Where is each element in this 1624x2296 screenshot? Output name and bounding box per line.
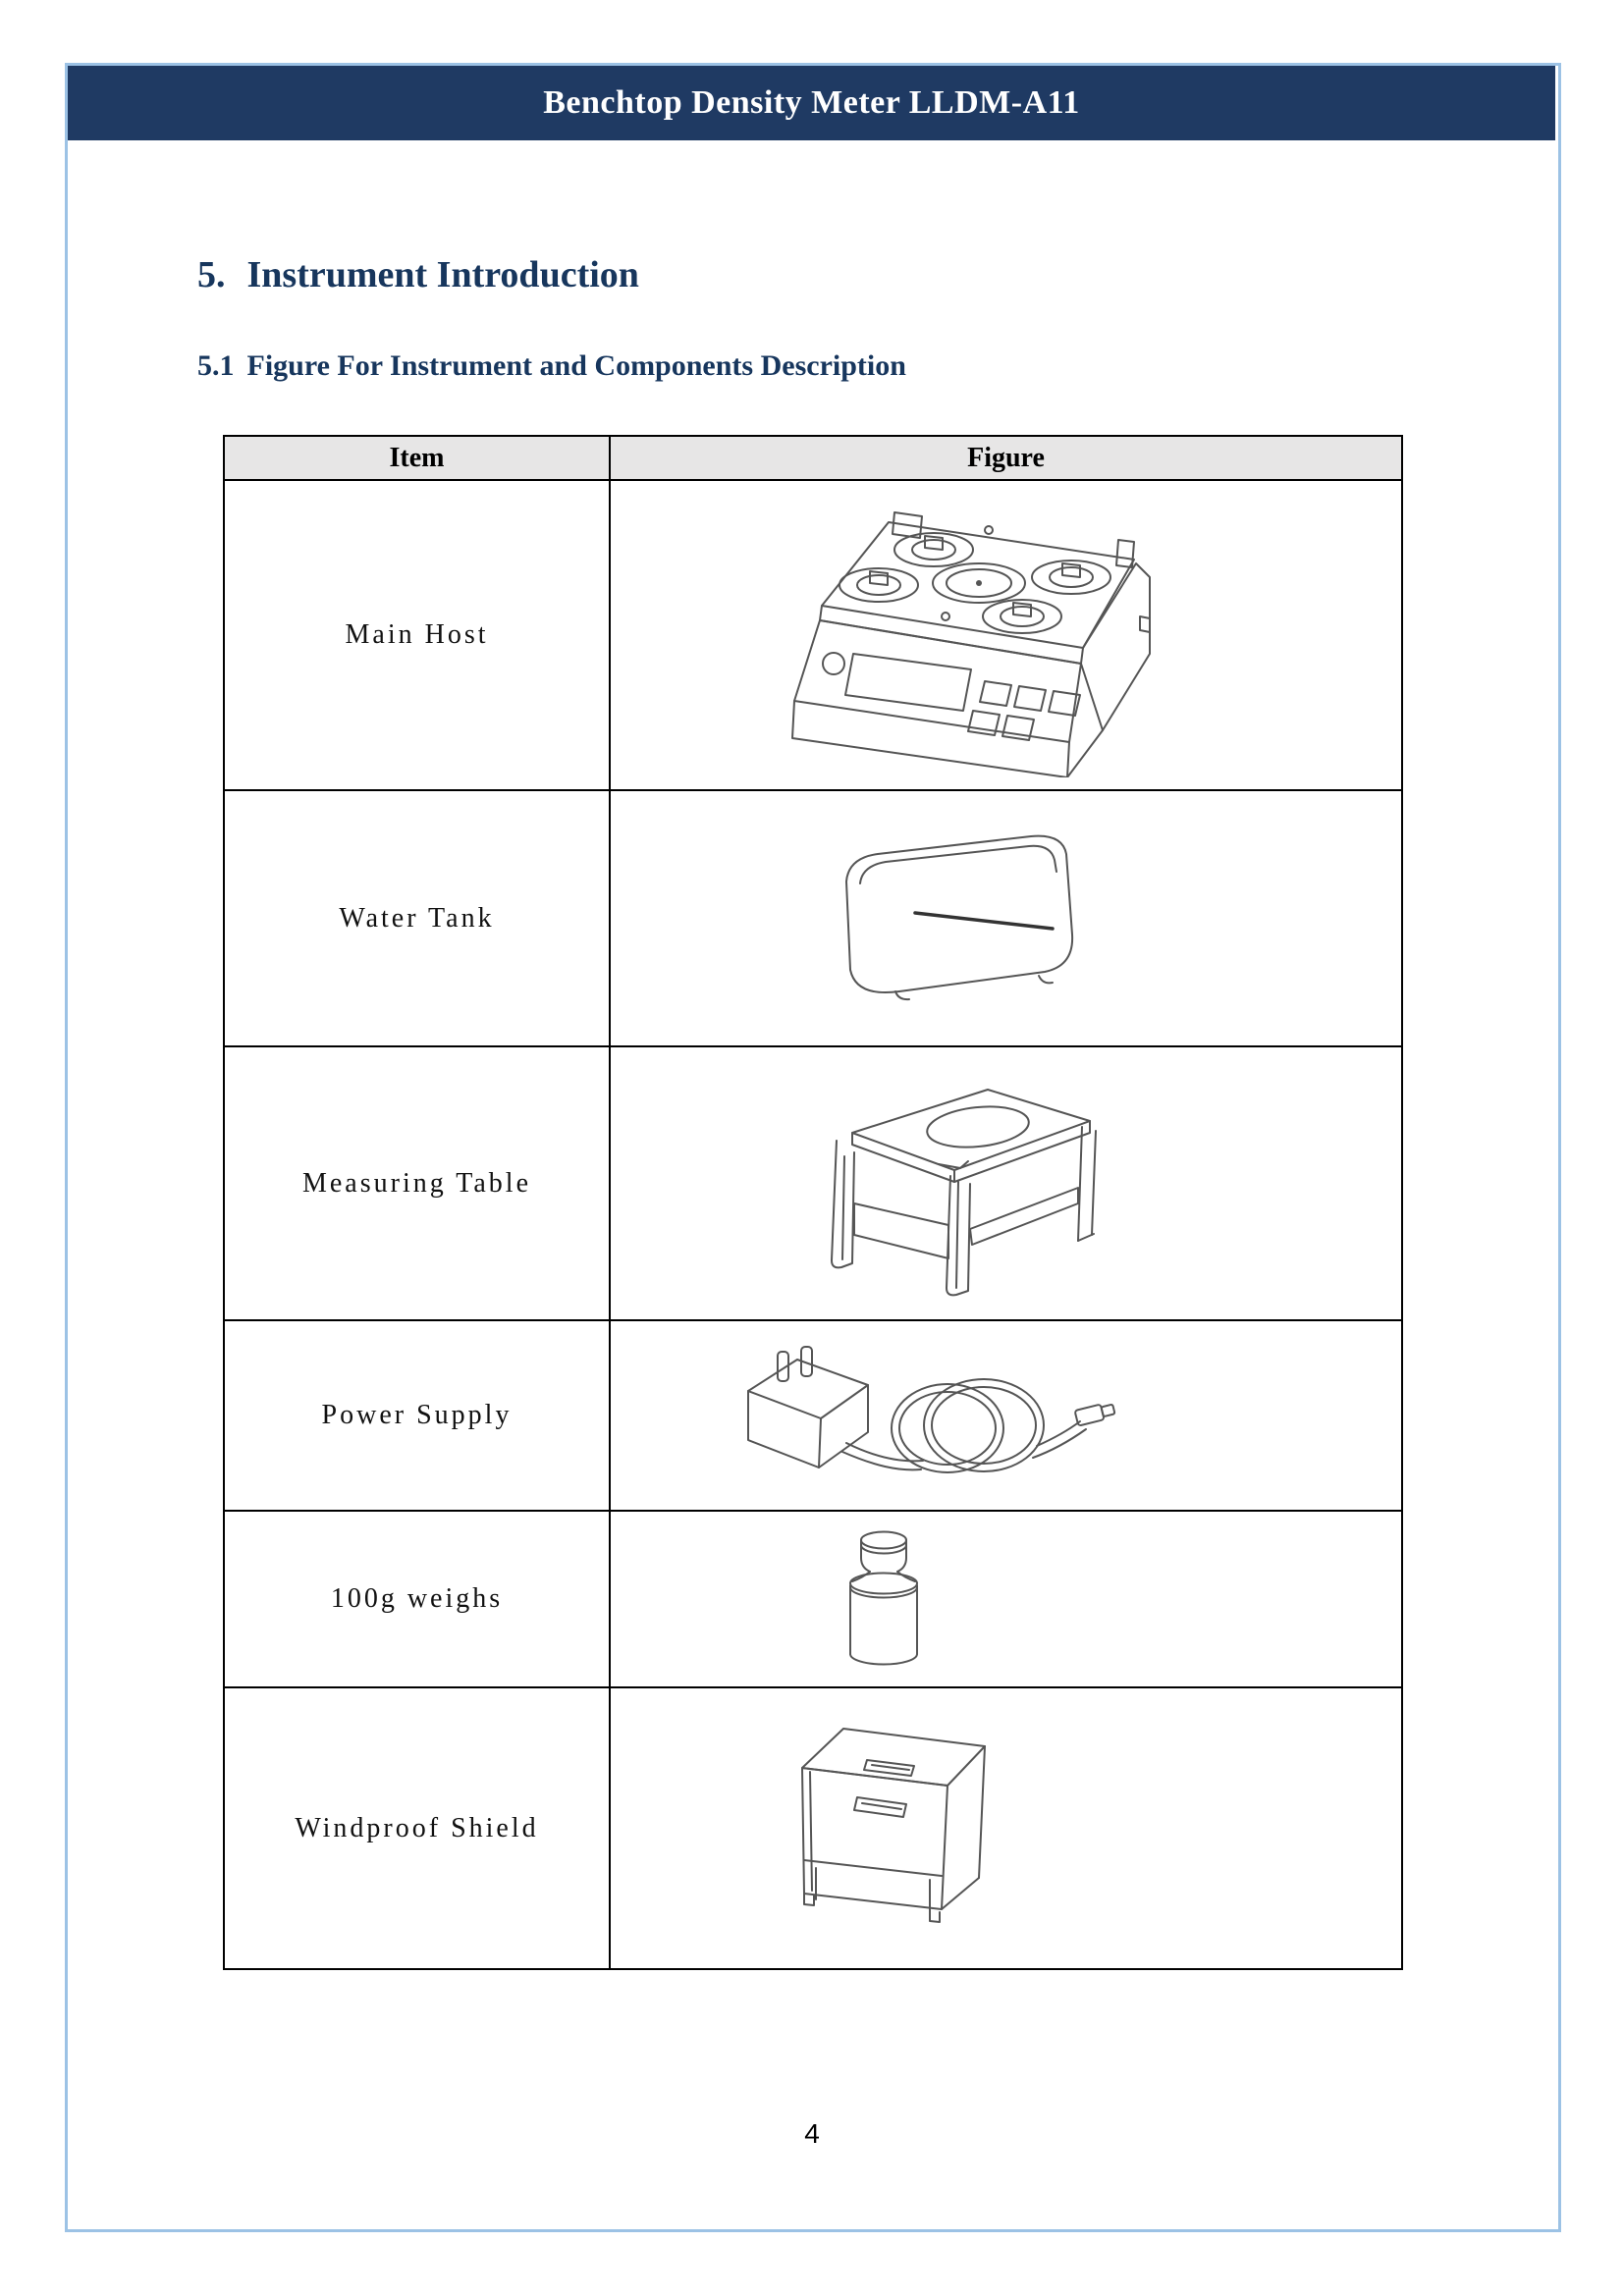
measuring-table-illustration	[611, 1066, 1401, 1302]
table-row: Windproof Shield	[223, 1686, 1403, 1970]
water-tank-illustration	[611, 821, 1401, 1017]
item-label: 100g weighs	[223, 1510, 611, 1688]
document-title: Benchtop Density Meter LLDM-A11	[543, 84, 1080, 121]
windproof-shield-illustration	[611, 1711, 1401, 1947]
table-row: Measuring Table	[223, 1045, 1403, 1321]
power-supply-illustration	[611, 1342, 1401, 1489]
main-host-illustration	[611, 493, 1401, 777]
subsection-heading: 5.1 Figure For Instrument and Components …	[197, 349, 906, 383]
page-number: 4	[804, 2118, 820, 2149]
table-row: Power Supply	[223, 1319, 1403, 1512]
components-table: Item Figure Main Host	[223, 435, 1403, 1970]
section-title: Instrument Introduction	[246, 254, 639, 295]
subsection-number: 5.1	[197, 349, 235, 382]
item-label: Measuring Table	[223, 1045, 611, 1321]
column-header-figure: Figure	[609, 435, 1403, 481]
item-label: Windproof Shield	[223, 1686, 611, 1970]
section-heading: 5. Instrument Introduction	[197, 253, 639, 296]
table-row: Water Tank	[223, 789, 1403, 1047]
document-header-bar: Benchtop Density Meter LLDM-A11	[68, 66, 1555, 140]
weight-illustration	[611, 1525, 1401, 1673]
table-row: Main Host	[223, 479, 1403, 791]
table-header-row: Item Figure	[223, 435, 1403, 481]
item-label: Power Supply	[223, 1319, 611, 1512]
section-number: 5.	[197, 254, 226, 295]
item-label: Water Tank	[223, 789, 611, 1047]
item-label: Main Host	[223, 479, 611, 791]
subsection-title: Figure For Instrument and Components Des…	[246, 349, 906, 382]
table-row: 100g weighs	[223, 1510, 1403, 1688]
column-header-item: Item	[223, 435, 611, 481]
